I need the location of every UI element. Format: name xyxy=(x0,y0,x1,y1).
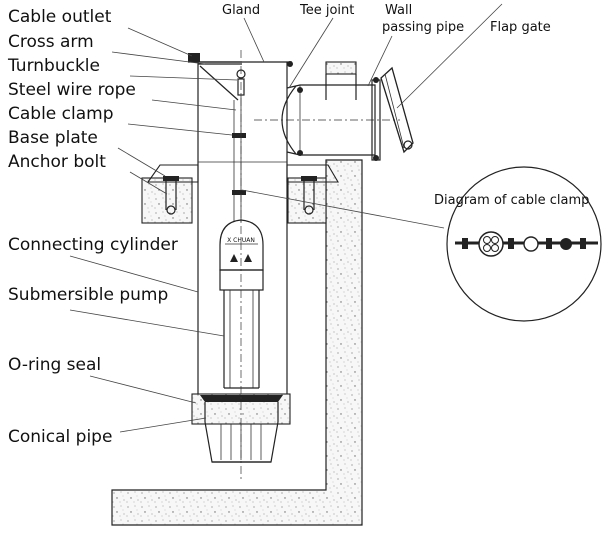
label-cross-arm: Cross arm xyxy=(8,32,94,52)
label-connecting-cylinder: Connecting cylinder xyxy=(8,235,178,255)
base-plate xyxy=(146,164,339,183)
label-steel-wire-rope: Steel wire rope xyxy=(8,80,136,100)
leader-lines-top xyxy=(241,3,503,229)
label-flap-gate: Flap gate xyxy=(490,20,551,35)
cross-arm xyxy=(198,61,242,101)
label-turnbuckle: Turnbuckle xyxy=(7,56,100,76)
top-labels: Gland Tee joint Wall passing pipe Flap g… xyxy=(222,3,551,35)
leader-lines-left xyxy=(69,27,238,433)
label-tee-joint: Tee joint xyxy=(299,3,354,18)
label-wall: Wall xyxy=(385,3,412,18)
wall-passing-pipe xyxy=(371,77,381,161)
label-conical-pipe: Conical pipe xyxy=(8,427,112,447)
tee-joint xyxy=(254,84,400,156)
label-cable-clamp: Cable clamp xyxy=(8,104,114,124)
label-base-plate: Base plate xyxy=(8,128,98,148)
submersible-pump xyxy=(219,219,264,389)
cable-clamp-detail xyxy=(446,166,602,322)
label-cable-outlet: Cable outlet xyxy=(8,7,112,27)
steel-wire-rope xyxy=(233,95,242,222)
flap-gate xyxy=(380,66,414,154)
cable-clamp xyxy=(232,133,246,195)
clamp-diagram-label: Diagram of cable clamp xyxy=(434,193,589,208)
label-passing-pipe: passing pipe xyxy=(382,20,464,35)
cable-outlet xyxy=(188,53,293,67)
left-labels: Cable outlet Cross arm Turnbuckle Steel … xyxy=(7,7,178,447)
label-submersible-pump: Submersible pump xyxy=(8,285,168,305)
label-o-ring-seal: O-ring seal xyxy=(8,355,101,375)
label-gland: Gland xyxy=(222,3,260,18)
label-anchor-bolt: Anchor bolt xyxy=(8,152,106,172)
conical-pipe xyxy=(204,421,279,463)
concrete-structure xyxy=(111,61,363,526)
pump-nameplate: X CHUAN xyxy=(227,237,255,244)
anchor-bolt-left xyxy=(163,176,179,215)
anchor-bolt-right xyxy=(301,176,317,215)
